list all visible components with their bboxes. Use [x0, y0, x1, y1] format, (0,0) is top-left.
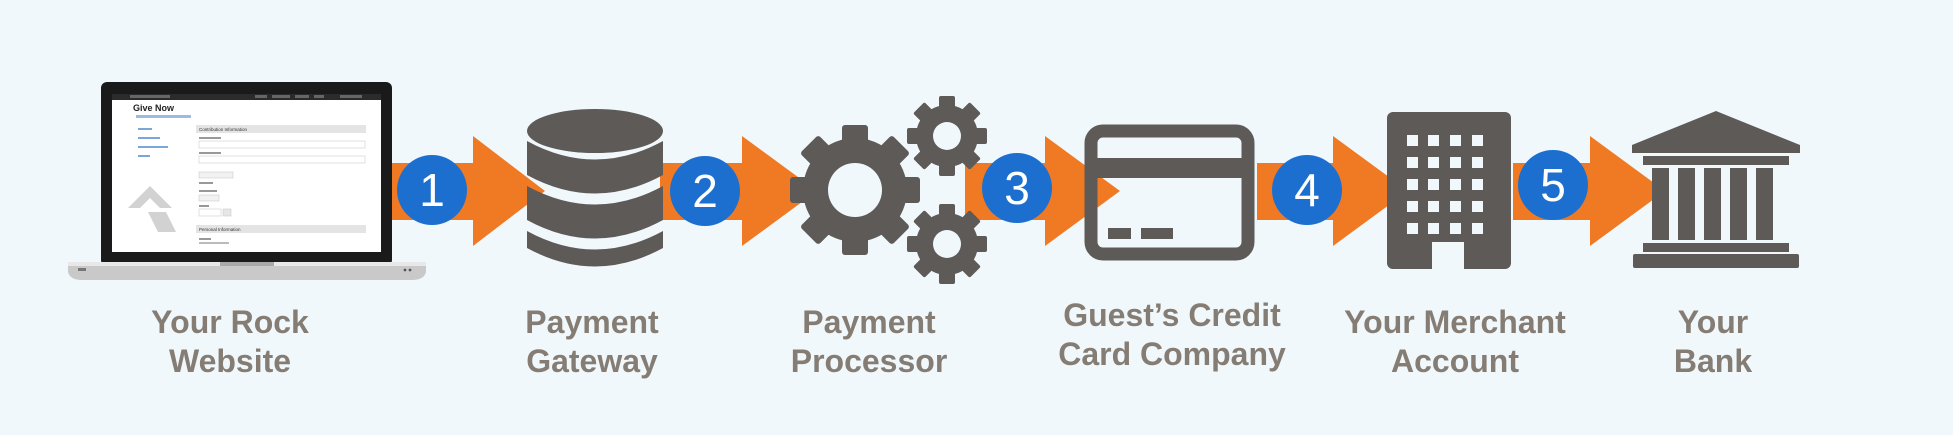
step-number: 3 [1004, 162, 1030, 214]
step-badge-1: 1 [397, 155, 467, 225]
step-number: 5 [1540, 159, 1566, 211]
step-number: 1 [419, 164, 445, 216]
step-number: 4 [1294, 164, 1320, 216]
label-line-2: Website [168, 343, 292, 379]
label-line-2: Card Company [1058, 336, 1286, 372]
credit-card-icon [1084, 124, 1255, 261]
label-line-2: Processor [790, 343, 948, 379]
step-badge-5: 5 [1518, 150, 1588, 220]
screen-section-contribution: Contribution Information [199, 127, 248, 132]
rock-logo-icon [128, 186, 176, 232]
node-label-payment-processor: Payment Processor [769, 303, 969, 381]
database-icon [527, 109, 663, 267]
label-line-1: Payment [802, 304, 936, 340]
laptop-icon: Give Now Contribution Information Person… [68, 82, 426, 280]
step-number: 2 [692, 165, 718, 217]
large-gear-icon [790, 125, 920, 255]
screen-page-title: Give Now [133, 103, 175, 113]
step-badge-3: 3 [982, 153, 1052, 223]
screen-section-personal: Personal Information [199, 227, 241, 232]
building-door [1432, 240, 1464, 269]
label-line-1: Your Merchant [1344, 304, 1566, 340]
step-badge-4: 4 [1272, 155, 1342, 225]
node-label-payment-gateway: Payment Gateway [492, 303, 692, 381]
small-gear-icon-bottom [907, 204, 987, 284]
label-line-1: Your Rock [151, 304, 309, 340]
node-label-credit-card-company: Guest’s Credit Card Company [1052, 296, 1292, 374]
small-gear-icon-top [907, 96, 987, 176]
label-line-1: Payment [525, 304, 659, 340]
gears-icon [790, 96, 987, 284]
node-label-bank: Your Bank [1613, 303, 1813, 381]
step-badge-2: 2 [670, 156, 740, 226]
label-line-1: Your [1677, 304, 1749, 340]
label-line-2: Bank [1673, 343, 1753, 379]
node-label-merchant-account: Your Merchant Account [1325, 303, 1585, 381]
label-line-2: Account [1391, 343, 1519, 379]
label-line-1: Guest’s Credit [1063, 297, 1281, 333]
office-building-icon [1387, 112, 1511, 269]
node-label-rock-website: Your Rock Website [130, 303, 330, 381]
label-line-2: Gateway [526, 343, 658, 379]
bank-icon [1632, 111, 1800, 268]
